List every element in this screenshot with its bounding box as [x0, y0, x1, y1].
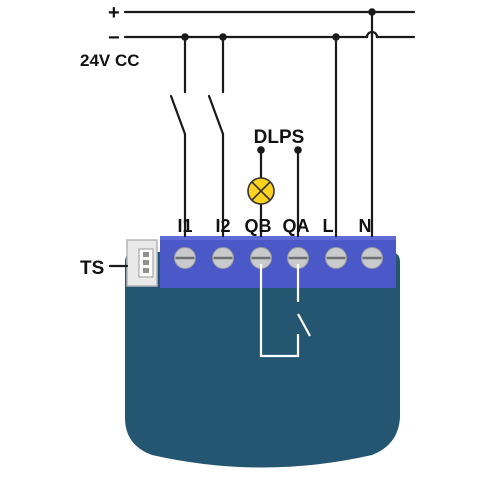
- terminal-label-qa: QA: [283, 216, 310, 236]
- device-body: [125, 252, 400, 468]
- junction-dots: [181, 8, 376, 154]
- screw-n: [361, 247, 383, 269]
- power-wires: [334, 10, 374, 238]
- screw-l: [325, 247, 347, 269]
- sensor-label: TS: [80, 258, 104, 279]
- load-wires: [259, 148, 300, 238]
- terminal-block-top-edge: [160, 236, 396, 240]
- voltage-label: 24V CC: [80, 51, 140, 70]
- screw-i2: [212, 247, 234, 269]
- input-wires: [169, 35, 225, 238]
- ts-connector: [126, 239, 158, 287]
- terminal-label-i1: I1: [177, 216, 192, 236]
- terminal-label-qb: QB: [245, 216, 272, 236]
- lamp-icon: [247, 177, 275, 205]
- screw-i1: [174, 247, 196, 269]
- terminal-label-l: L: [323, 216, 334, 236]
- terminal-label-i2: I2: [215, 216, 230, 236]
- terminal-label-n: N: [359, 216, 372, 236]
- supply-rails: [123, 10, 416, 39]
- terminal-block: [160, 236, 396, 288]
- terminal-labels: I1 I2 QB QA L N: [177, 216, 371, 236]
- minus-label: −: [108, 27, 120, 49]
- internal-relay-contact: [259, 264, 311, 358]
- plus-label: +: [108, 2, 120, 24]
- load-label: DLPS: [254, 127, 305, 148]
